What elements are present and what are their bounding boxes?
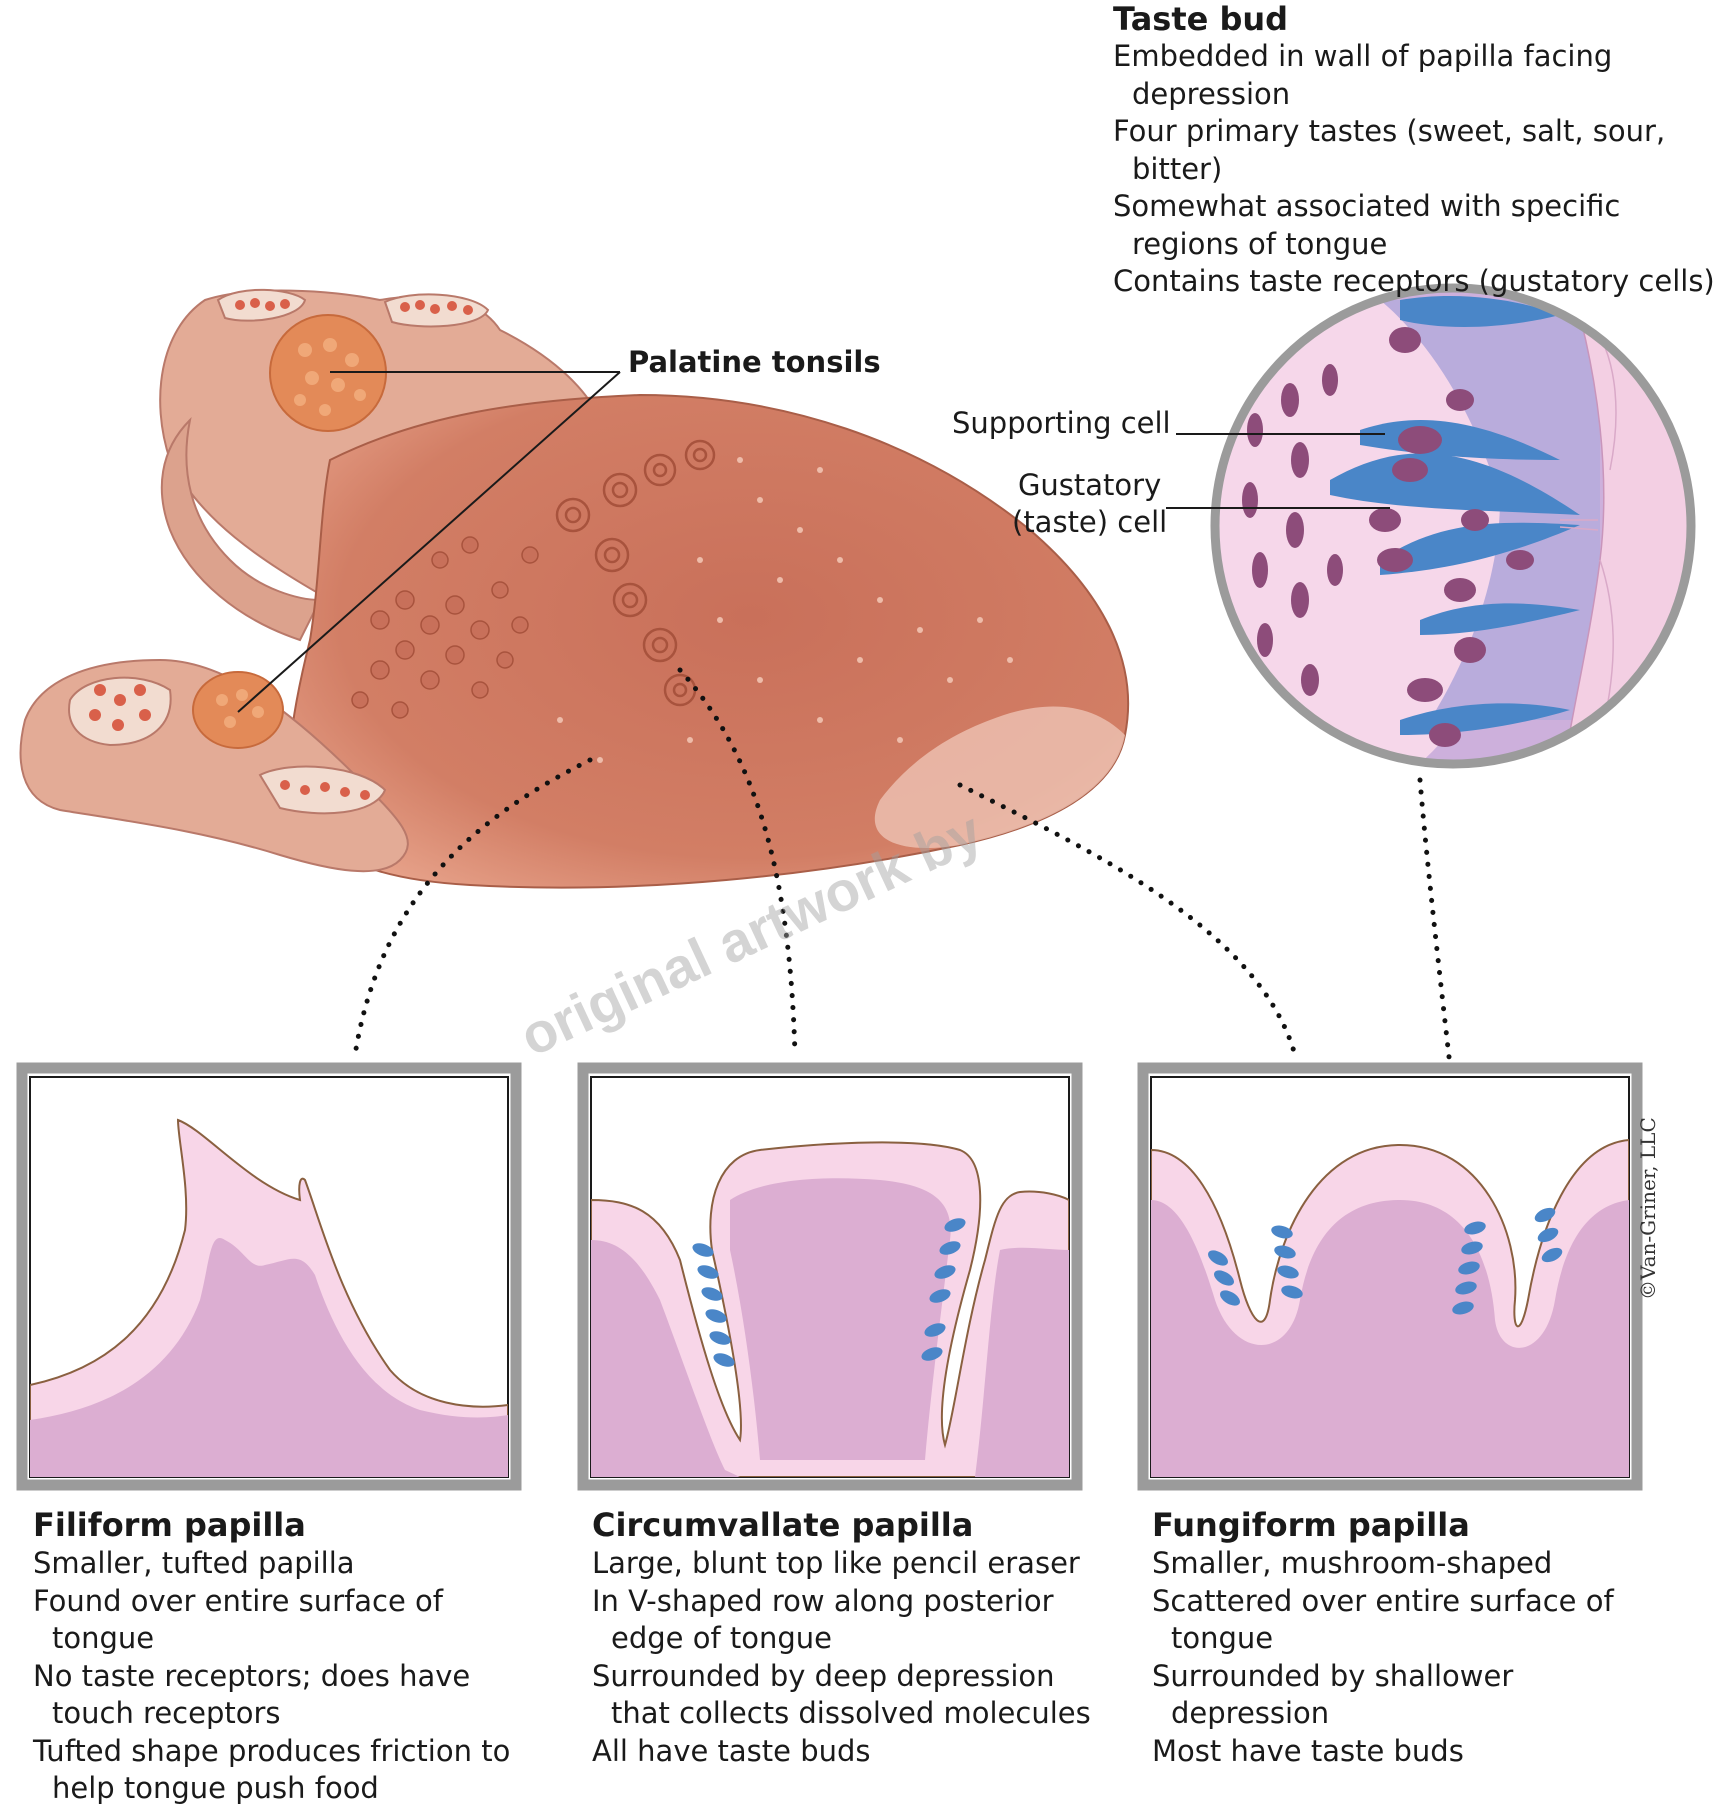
supporting-cell-label: Supporting cell [952,406,1171,440]
caption-line: Surrounded by deep depression that colle… [592,1658,1091,1731]
gustatory-cell-label: Gustatory (taste) cell [1012,468,1168,539]
palatine-tonsils-leader-lines [237,371,621,713]
circumvallate-papilla-panel [577,1062,1083,1491]
filiform-papilla-panel [16,1062,522,1491]
taste-bud-line: Somewhat associated with specific region… [1113,189,1621,261]
taste-bud-title: Taste bud [1113,0,1289,38]
caption-line: Scattered over entire surface of tongue [1152,1583,1614,1656]
caption-line: Most have taste buds [1152,1733,1464,1768]
caption-line: In V-shaped row along posterior edge of … [592,1583,1054,1656]
caption-line: All have taste buds [592,1733,871,1768]
taste-bud-description: Taste bud Embedded in wall of papilla fa… [1113,0,1723,301]
copyright-notice: ©Van-Griner, LLC [1636,1117,1660,1300]
caption-line: Large, blunt top like pencil eraser [592,1546,1080,1580]
tongue-illustration [19,288,1130,889]
caption-line: Smaller, tufted papilla [33,1546,355,1580]
taste-bud-line: Four primary tastes (sweet, salt, sour, … [1113,114,1666,186]
caption-line: Found over entire surface of tongue [33,1583,444,1656]
dotted-connectors [352,667,1473,1248]
palatine-tonsils-label: Palatine tonsils [628,345,881,379]
circumvallate-papilla-caption: Circumvallate papilla Large, blunt top l… [592,1505,1112,1770]
caption-line: Surrounded by shallower depression [1152,1658,1514,1731]
caption-line: Smaller, mushroom-shaped [1152,1546,1553,1580]
filiform-papilla-caption: Filiform papilla Smaller, tufted papilla… [33,1505,553,1808]
fungiform-papilla-caption: Fungiform papilla Smaller, mushroom-shap… [1152,1505,1672,1770]
taste-bud-line: Contains taste receptors (gustatory cell… [1113,264,1715,298]
taste-bud-magnified-view [1210,283,1696,769]
fungiform-papilla-title: Fungiform papilla [1152,1506,1470,1544]
circumvallate-papilla-title: Circumvallate papilla [592,1506,974,1544]
taste-bud-line: Embedded in wall of papilla facing depre… [1113,39,1613,111]
filiform-papilla-title: Filiform papilla [33,1506,306,1544]
caption-line: No taste receptors; does have touch rece… [33,1658,471,1731]
fungiform-papilla-panel [1137,1062,1643,1491]
caption-line: Tufted shape produces friction to help t… [33,1733,511,1806]
taste-bud-callout-lines [1166,433,1390,509]
